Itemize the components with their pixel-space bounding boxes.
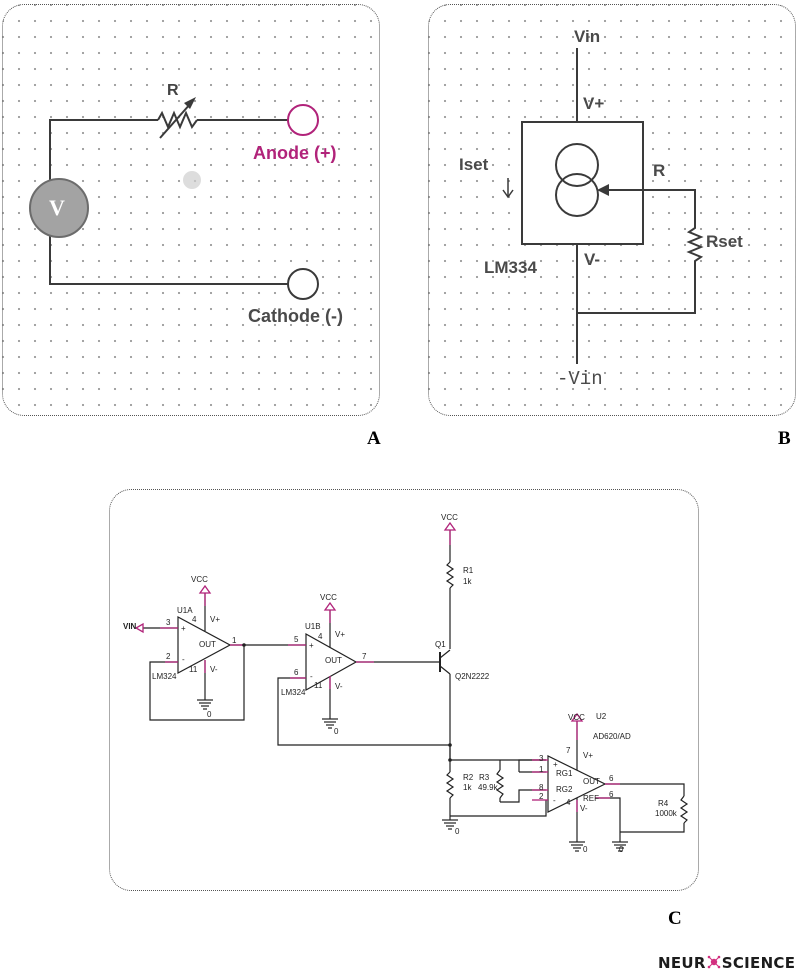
u1a-gnd: 0 <box>207 710 212 719</box>
lm334-label: LM334 <box>484 258 537 277</box>
r3-value: 49.9k <box>478 783 498 792</box>
panel-b-label: B <box>778 428 791 449</box>
lm334-box <box>521 121 644 245</box>
u2-rg2: RG2 <box>556 785 573 794</box>
u2-ref: REF <box>583 794 599 803</box>
u1b-pin4: 4 <box>318 632 323 641</box>
u1b-opamp <box>305 632 358 692</box>
iset-label: Iset <box>459 155 489 174</box>
panel-a-label: A <box>367 428 381 449</box>
u1b-pin5: 5 <box>294 635 299 644</box>
u1a-vcc: VCC <box>191 575 208 584</box>
cathode-terminal <box>287 268 319 300</box>
u2-pin8: 8 <box>539 783 544 792</box>
cathode-label: Cathode (-) <box>248 306 343 326</box>
u2-part: AD620/AD <box>593 732 631 741</box>
r2-gnd: 0 <box>455 827 460 836</box>
u2-vcc: VCC <box>568 713 585 722</box>
u1a-vin: VIN <box>123 622 137 631</box>
u2-pin6a: 6 <box>609 774 614 783</box>
u1b-plus: + <box>309 641 314 650</box>
r1-resistor <box>445 561 455 589</box>
u2-gnd: 0 <box>583 845 588 854</box>
u1a-out: OUT <box>199 640 216 649</box>
u1b-pin7: 7 <box>362 652 367 661</box>
u1a-pin2: 2 <box>166 652 171 661</box>
u2-pin1: 1 <box>539 765 544 774</box>
u1b-pin6: 6 <box>294 668 299 677</box>
u1a-name: U1A <box>177 606 193 615</box>
u1a-part: LM324 <box>152 672 177 681</box>
voltmeter <box>29 178 89 238</box>
r4-name: R4 <box>658 799 669 808</box>
r2-value: 1k <box>463 783 472 792</box>
r1-vcc: VCC <box>441 513 458 522</box>
u1b-part: LM324 <box>281 688 306 697</box>
r2-resistor <box>445 771 455 799</box>
resistor-label: R <box>167 82 179 99</box>
u2-pin4: 4 <box>566 798 571 807</box>
u1a-vplus: V+ <box>210 615 221 624</box>
vin-label: Vin <box>574 27 601 46</box>
anode-label: Anode (+) <box>253 143 337 163</box>
r4-gnd: 0 <box>619 845 624 854</box>
r1-value: 1k <box>463 577 472 586</box>
u1a-plus: + <box>181 624 186 633</box>
u1b-minus: - <box>310 672 313 681</box>
vminus-label: V- <box>584 250 601 269</box>
rset-label: Rset <box>706 232 743 251</box>
r2-name: R2 <box>463 773 474 782</box>
u1a-minus: - <box>182 655 185 664</box>
r1-name: R1 <box>463 566 474 575</box>
neuroscience-logo: NEUR SCIENCE <box>658 954 795 972</box>
u2-pin3: 3 <box>539 754 544 763</box>
u2-vplus: V+ <box>583 751 594 760</box>
u1b-vplus: V+ <box>335 630 346 639</box>
r3-resistor <box>495 769 505 799</box>
u1a-vminus: V- <box>210 665 218 674</box>
anode-terminal <box>287 104 319 136</box>
q1-part: Q2N2222 <box>455 672 490 681</box>
u1a-opamp <box>177 615 232 675</box>
u1b-out: OUT <box>325 656 342 665</box>
neg-vin-label: -Vin <box>557 368 603 390</box>
r4-resistor <box>679 795 689 824</box>
u1b-name: U1B <box>305 622 321 631</box>
u2-minus: - <box>553 796 556 805</box>
u1a-pin4: 4 <box>192 615 197 624</box>
u2-vminus: V- <box>580 804 588 813</box>
u2-out: OUT <box>583 777 600 786</box>
voltmeter-symbol: V <box>49 195 65 220</box>
u2-plus: + <box>553 760 558 769</box>
r3-name: R3 <box>479 773 490 782</box>
u2-name: U2 <box>596 712 607 721</box>
u1b-gnd: 0 <box>334 727 339 736</box>
panel-c-label: C <box>668 908 682 929</box>
u2-pin2: 2 <box>539 792 544 801</box>
u1a-pin3: 3 <box>166 618 171 627</box>
u1b-pin11: 11 <box>314 681 323 690</box>
neuron-icon <box>707 955 721 969</box>
brand-right: SCIENCE <box>721 954 796 972</box>
r-label: R <box>653 161 666 180</box>
u2-rg1: RG1 <box>556 769 573 778</box>
panel-c <box>109 489 699 891</box>
brand-left: NEUR <box>658 954 706 972</box>
panel-a <box>2 4 380 416</box>
rset-resistor <box>686 224 704 265</box>
u1b-vcc: VCC <box>320 593 337 602</box>
r4-value: 1000k <box>655 809 677 818</box>
q1-name: Q1 <box>435 640 446 649</box>
u1a-pin1: 1 <box>232 636 237 645</box>
u1a-pin11: 11 <box>189 665 198 674</box>
u2-pin6b: 6 <box>609 790 614 799</box>
vplus-label: V+ <box>583 94 605 113</box>
u1b-vminus: V- <box>335 682 343 691</box>
u2-pin7: 7 <box>566 746 571 755</box>
